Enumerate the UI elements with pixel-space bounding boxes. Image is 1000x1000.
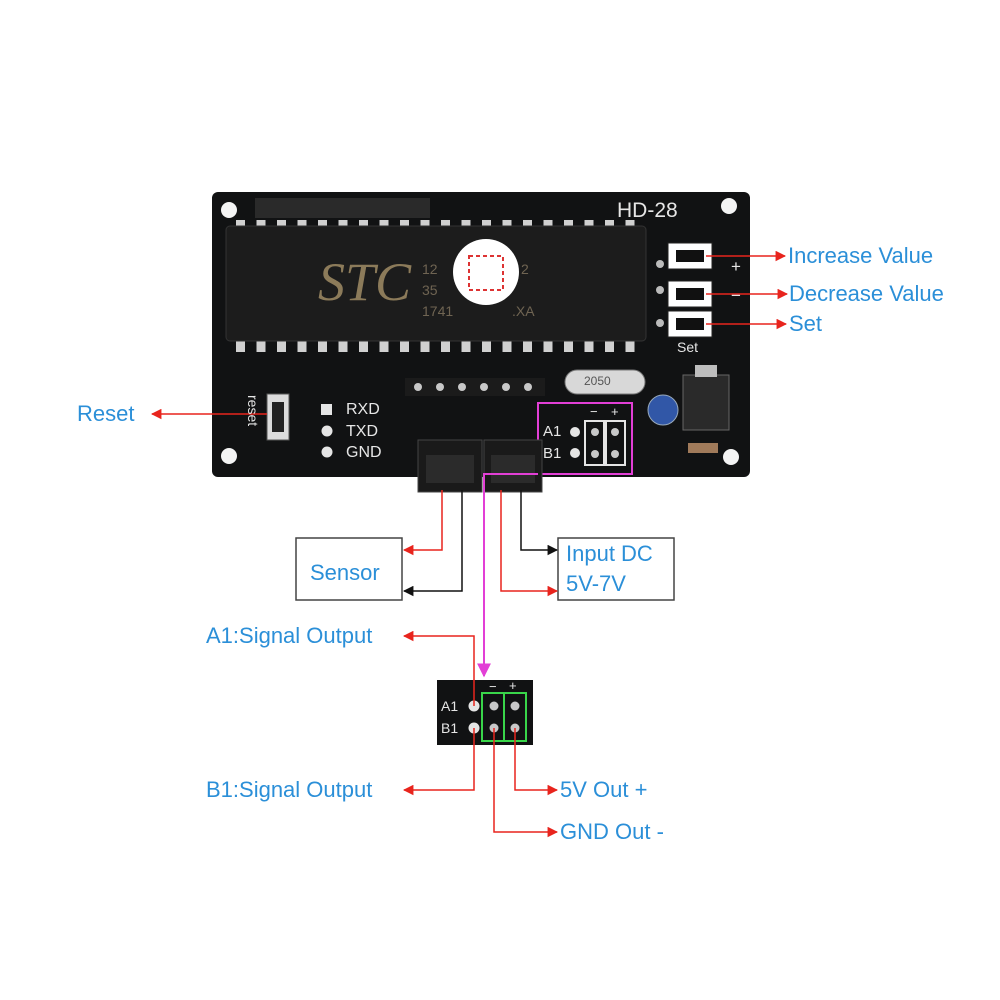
a1-arrow: [402, 630, 475, 706]
main-signal-header: [570, 420, 626, 466]
small-board-body: [437, 680, 533, 745]
chip-pin: [543, 340, 553, 352]
chip-logo-mark: [468, 255, 504, 291]
capacitor-icon: [647, 394, 679, 426]
signal-header-highlight: [537, 402, 633, 475]
mount-hole: [221, 202, 237, 218]
header-link-arrow: [477, 473, 538, 678]
chip-body: [225, 225, 647, 342]
chip-line-1: 12: [422, 261, 438, 277]
chip-pin: [379, 340, 389, 352]
chip-logo-sticker: [453, 239, 519, 305]
gnd-arrow: [493, 728, 559, 838]
set-label: Set: [789, 311, 823, 336]
chip-pin: [502, 340, 512, 352]
small-b1: B1: [441, 720, 459, 736]
chip-line-4: 2: [521, 261, 529, 277]
chip-pin: [441, 340, 450, 352]
sensor-label: Sensor: [310, 560, 380, 585]
input-dc-box: [557, 537, 675, 601]
plus-silk: +: [731, 257, 741, 276]
dc-black-wire: [520, 490, 559, 556]
mount-hole: [723, 449, 739, 465]
gnd-out-label: GND Out -: [560, 819, 664, 844]
uart-rxd: RXD: [346, 401, 380, 418]
small-a1: A1: [441, 698, 459, 714]
chip-pin: [318, 340, 327, 352]
chip-pin: [297, 340, 307, 352]
header-b1: B1: [543, 445, 562, 462]
reset-silk: reset: [245, 395, 261, 427]
chip-line-2: 35: [422, 282, 438, 298]
display-connector: [255, 198, 430, 218]
small-minus: −: [489, 679, 497, 694]
reset-label: Reset: [77, 401, 135, 426]
chip-pin: [256, 340, 266, 352]
b1-arrow: [402, 728, 475, 796]
chip-pin: [400, 340, 409, 352]
board-model: HD-28: [617, 199, 678, 222]
sensor-red-wire: [402, 490, 443, 556]
small-board: [437, 680, 533, 745]
header-a1: A1: [543, 423, 562, 440]
increase-value-label: Increase Value: [788, 243, 934, 268]
chip-pin: [338, 340, 348, 352]
sensor-black-wire: [402, 490, 463, 597]
decrease-value-label: Decrease Value: [789, 281, 944, 306]
mount-hole: [721, 198, 737, 214]
chip-pin: [277, 340, 286, 352]
chip-pin: [564, 340, 573, 352]
chip-pin: [359, 340, 368, 352]
mount-hole: [221, 448, 237, 464]
set-silk: Set: [677, 339, 699, 355]
smd-resistor: [688, 443, 718, 453]
chip-line-3: 1741: [422, 303, 454, 319]
header-plus: +: [611, 404, 619, 419]
uart-gnd: GND: [346, 444, 382, 461]
b1-signal-output-label: B1:Signal Output: [206, 777, 373, 802]
voltage-regulator: [682, 374, 730, 431]
5v-out-label: 5V Out +: [560, 777, 648, 802]
v5-arrow: [514, 728, 559, 796]
chip-pin: [420, 340, 430, 352]
a1-signal-output-label: A1:Signal Output: [206, 623, 373, 648]
chip-pin: [605, 340, 614, 352]
crystal-text: 2050: [584, 374, 611, 388]
uart-txd: TXD: [346, 423, 378, 440]
small-plus: +: [509, 678, 517, 693]
button-group: [656, 242, 713, 338]
chip-brand: STC: [318, 252, 412, 312]
minus-silk: −: [731, 286, 741, 305]
chip-pin: [236, 340, 245, 352]
chip-pin: [584, 340, 594, 352]
chip-pin: [625, 340, 635, 352]
main-pcb: [212, 192, 750, 493]
input-dc-label: Input DC: [566, 541, 653, 566]
pin-header-row: [405, 378, 545, 396]
crystal-oscillator: [564, 369, 646, 395]
input-voltage-label: 5V-7V: [566, 571, 626, 596]
header-minus: −: [590, 404, 598, 419]
chip-pin: [461, 340, 471, 352]
chip-pin: [523, 340, 532, 352]
mcu-chip: [225, 220, 647, 352]
dc-red-wire: [500, 490, 559, 597]
uart-pads: [321, 404, 333, 458]
chip-pin: [482, 340, 491, 352]
sensor-box: [295, 537, 403, 601]
chip-line-5: .XA: [512, 303, 535, 319]
